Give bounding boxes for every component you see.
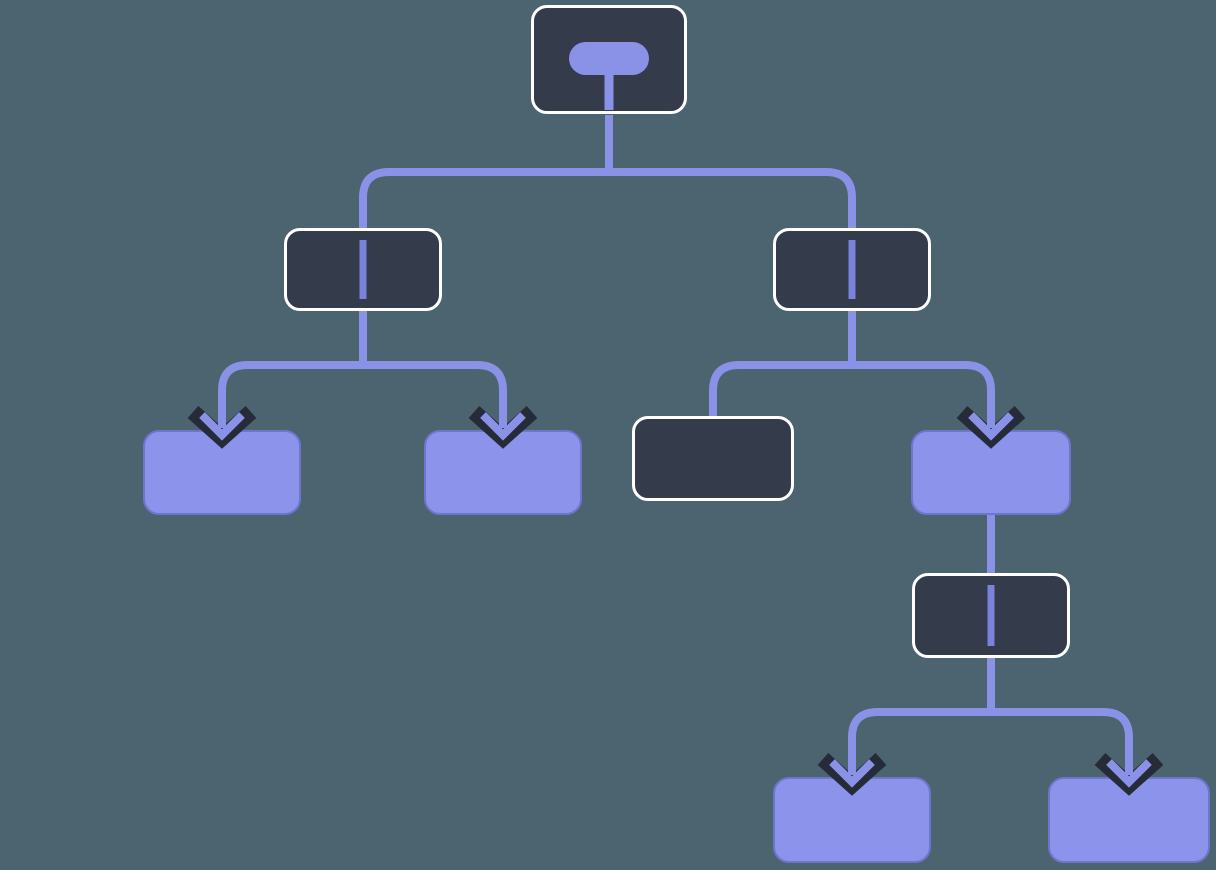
chevron-arrow-icon-leaf-1 — [187, 394, 257, 449]
edge-left-bracket — [218, 361, 507, 416]
chevron-arrow-icon-leaf-3 — [817, 741, 887, 796]
edge-level1-bracket — [359, 168, 856, 231]
edge-low-bracket — [848, 708, 1133, 763]
root-anchor-pill-icon — [569, 42, 649, 75]
chevron-arrow-icon-mid-target — [956, 394, 1026, 449]
chevron-arrow-icon-leaf-4 — [1094, 741, 1164, 796]
chevron-arrow-icon-leaf-2 — [468, 394, 538, 449]
edge-right-bracket — [709, 361, 995, 419]
node-mid-dark[interactable] — [632, 416, 794, 501]
